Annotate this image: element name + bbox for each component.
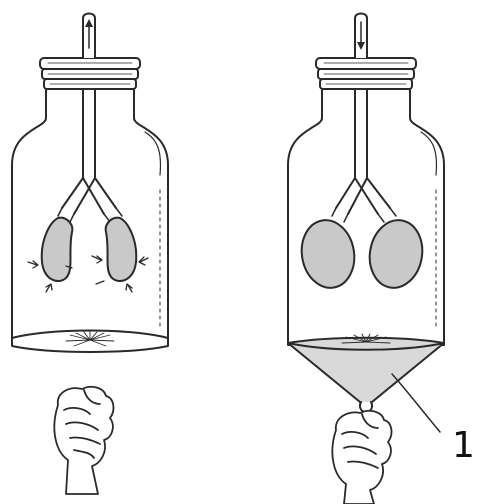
right-stopper [316,58,416,89]
right-diaphragm [288,338,444,407]
right-apparatus [288,14,444,413]
left-hand [54,387,113,494]
label-1: 1 [452,425,475,466]
left-apparatus [12,14,168,353]
left-stopper [40,58,140,89]
label-1-leader [392,374,440,432]
left-jar [12,90,168,345]
right-hand [332,411,391,504]
